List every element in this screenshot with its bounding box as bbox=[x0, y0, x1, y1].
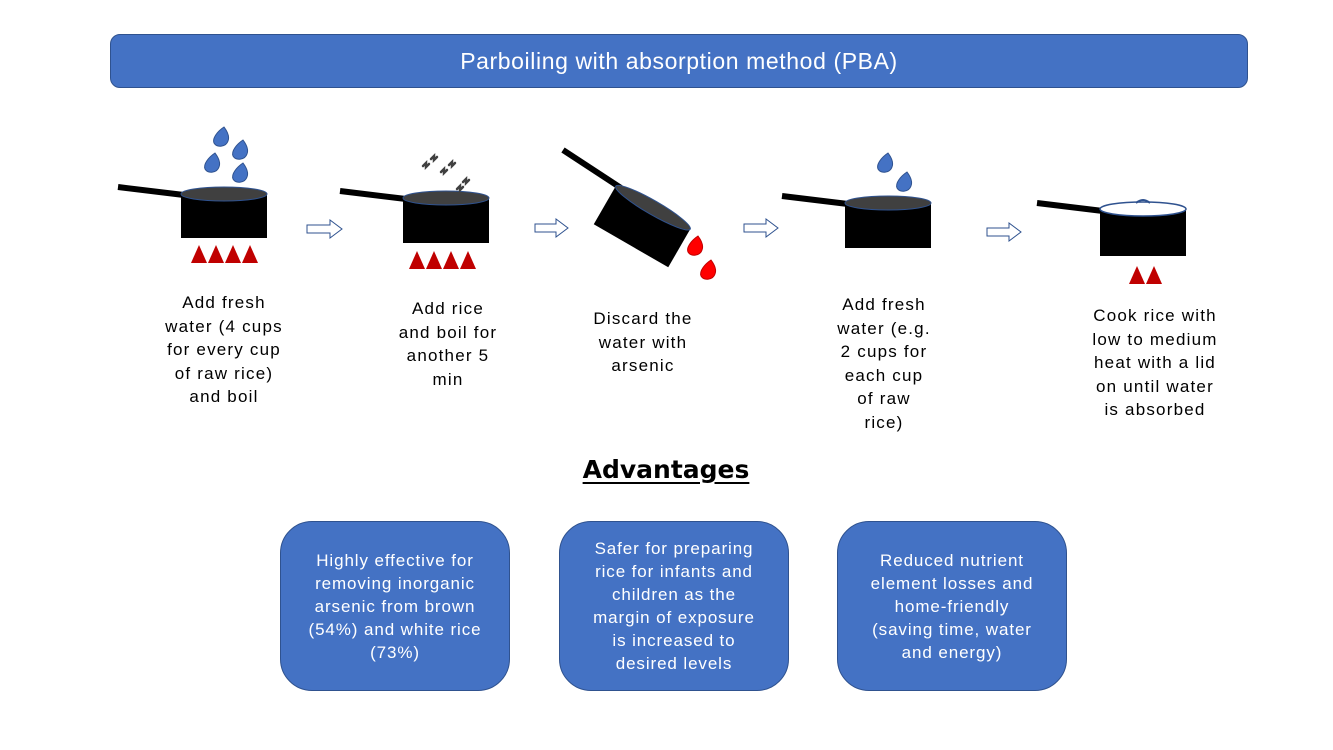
arrow-right-icon bbox=[743, 218, 779, 238]
step-3-caption: Discard the water with arsenic bbox=[593, 309, 693, 375]
pot-body bbox=[1100, 210, 1186, 256]
steam-icon bbox=[421, 152, 471, 194]
pot-rim bbox=[180, 186, 268, 202]
step-3-pot-illustration bbox=[561, 147, 717, 280]
pot-body bbox=[593, 186, 691, 268]
pot-handle bbox=[1036, 200, 1104, 214]
advantage-box: Highly effective for removing inorganic … bbox=[280, 521, 510, 691]
advantage-text: Safer for preparing rice for infants and… bbox=[593, 539, 755, 673]
step-4-pot-illustration bbox=[781, 152, 932, 248]
arsenic-drops bbox=[687, 235, 717, 280]
title-banner: Parboiling with absorption method (PBA) bbox=[110, 34, 1248, 88]
arrow-right-icon bbox=[306, 219, 343, 239]
step-2-pot-illustration bbox=[339, 152, 490, 269]
lid-icon bbox=[1099, 199, 1187, 217]
arrow-right-icon bbox=[534, 218, 569, 238]
water-drops bbox=[204, 126, 249, 183]
step-1-caption: Add fresh water (4 cups for every cup of… bbox=[165, 293, 283, 406]
step-5-caption: Cook rice with low to medium heat with a… bbox=[1092, 306, 1218, 419]
step-5-pot-illustration bbox=[1036, 199, 1187, 284]
advantage-text: Reduced nutrient element losses and home… bbox=[870, 550, 1034, 662]
step-2-caption: Add rice and boil for another 5 min bbox=[398, 299, 498, 389]
flame-icon bbox=[191, 245, 258, 263]
water-drops bbox=[877, 152, 913, 192]
pot-rim bbox=[402, 190, 490, 206]
step-1-pot-illustration bbox=[117, 126, 268, 263]
pot-rim bbox=[615, 184, 691, 231]
diagram-title: Parboiling with absorption method (PBA) bbox=[460, 47, 898, 74]
arrow-right-icon bbox=[986, 222, 1022, 242]
pot-rim bbox=[844, 195, 932, 211]
advantages-heading: Advantages bbox=[582, 455, 750, 484]
pot-handle bbox=[117, 184, 185, 198]
pot-handle bbox=[561, 147, 623, 191]
pot-handle bbox=[339, 188, 407, 202]
advantage-text: Highly effective for removing inorganic … bbox=[308, 550, 482, 662]
advantage-box: Reduced nutrient element losses and home… bbox=[837, 521, 1067, 691]
flame-icon bbox=[1129, 266, 1162, 284]
flame-icon bbox=[409, 251, 476, 269]
pot-handle bbox=[781, 193, 849, 207]
step-4-caption: Add fresh water (e.g. 2 cups for each cu… bbox=[837, 295, 931, 432]
advantage-box: Safer for preparing rice for infants and… bbox=[559, 521, 789, 691]
